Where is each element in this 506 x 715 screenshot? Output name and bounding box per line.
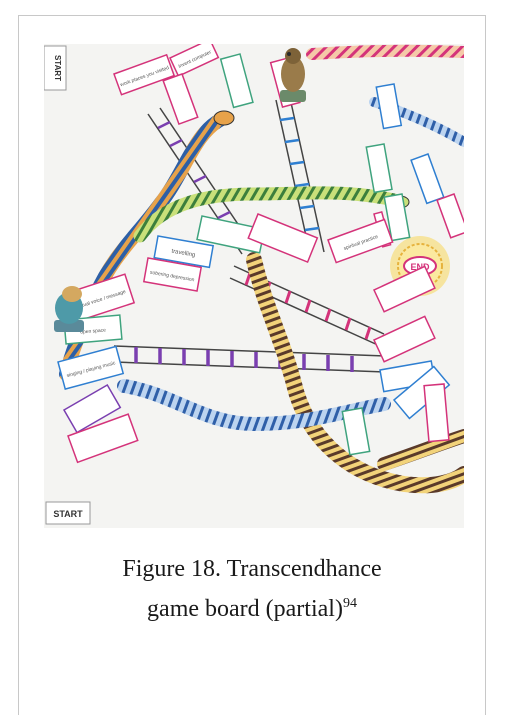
footnote-marker: 94 [342, 596, 357, 611]
snake-head [213, 110, 235, 126]
svg-text:open space: open space [80, 327, 106, 335]
snake-top-right [306, 44, 464, 60]
snake-green [133, 186, 401, 243]
board-square [162, 73, 199, 126]
board-square [67, 413, 139, 464]
ladder-2 [275, 97, 325, 255]
board-square: sobering depression [142, 257, 203, 292]
board-square [219, 53, 254, 109]
game-piece-left [54, 286, 84, 332]
ladder-4 [113, 345, 385, 373]
start-bottom: START [45, 501, 91, 525]
board-square [373, 265, 436, 313]
board-square [62, 383, 122, 434]
board-square [373, 315, 436, 363]
board-square: singing / playing music [57, 345, 125, 390]
figure-frame [18, 15, 486, 715]
figure-caption-line1: Figure 18. Transcendhance [122, 556, 382, 582]
svg-text:travelling: travelling [171, 249, 196, 259]
figure-caption-line2: game board (partial)94 [18, 596, 486, 622]
board-square [410, 153, 445, 205]
game-board: END START START work places you visited … [44, 44, 464, 528]
board-square: invent computer [169, 44, 220, 78]
game-board-photo: END START START work places you visited … [44, 44, 464, 528]
board-square [375, 83, 403, 130]
start-top: START [44, 45, 67, 91]
board-square [383, 193, 411, 242]
figure-caption-text: game board (partial) [147, 596, 343, 622]
board-square [341, 407, 371, 456]
board-square [247, 213, 319, 264]
board-square [365, 143, 393, 194]
board-square: spiritual practice [327, 218, 394, 264]
snake-striped [246, 252, 464, 494]
board-squares: work places you visited invent computer [57, 44, 464, 464]
board-square: travelling [153, 235, 215, 269]
snake-striped-2 [377, 429, 464, 471]
game-piece-top [280, 48, 306, 102]
board-square [423, 383, 450, 443]
board-square [436, 193, 464, 239]
start-top-label: START [53, 55, 62, 81]
start-bottom-label: START [53, 509, 83, 519]
end-label: END [410, 262, 430, 272]
